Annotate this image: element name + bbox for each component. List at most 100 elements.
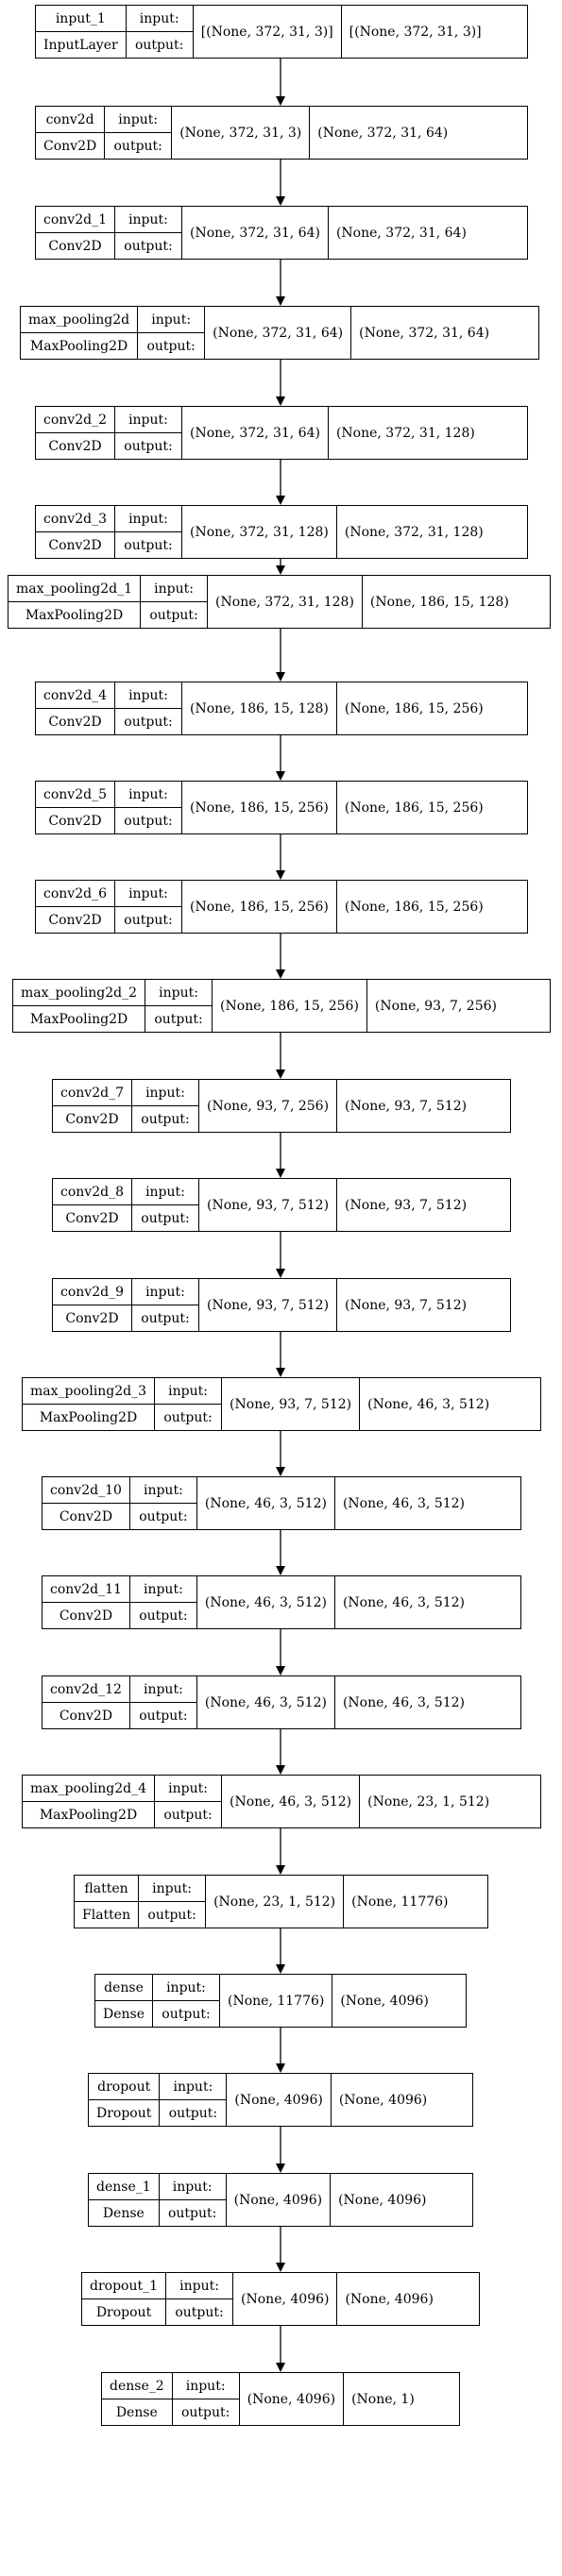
arrowhead: [276, 2063, 285, 2073]
input-label: input:: [129, 1477, 196, 1504]
output-label: output:: [124, 438, 173, 454]
input-shape: (None, 4096): [240, 2373, 345, 2425]
input-label: input:: [114, 407, 181, 433]
io-label-cell: input:output:: [129, 1576, 197, 1628]
output-shape: (None, 11776): [351, 1894, 449, 1910]
input-shape: (None, 46, 3, 512): [197, 1676, 335, 1728]
arrowhead: [276, 565, 285, 575]
input-label: input:: [114, 506, 181, 532]
input-shape: (None, 93, 7, 512): [199, 1279, 338, 1331]
arrowhead: [276, 396, 285, 406]
input-shape: (None, 11776): [220, 1975, 333, 2027]
arrowhead: [276, 1269, 285, 1278]
layer-name: conv2d_5: [36, 782, 114, 808]
output-shape: (None, 372, 31, 64): [335, 225, 467, 241]
io-label-cell: input:output:: [172, 2373, 240, 2425]
input-label: input:: [159, 2174, 226, 2200]
output-shape: (None, 1): [351, 2391, 415, 2407]
io-label-cell: input: output:: [145, 980, 213, 1032]
output-shape: (None, 186, 15, 128): [369, 594, 509, 610]
input-shape: (None, 4096): [227, 2174, 332, 2226]
output-shape: (None, 372, 31, 128): [335, 425, 475, 441]
layer-type: Conv2D: [65, 1310, 119, 1326]
layer-type: MaxPooling2D: [29, 338, 128, 354]
layer-name: conv2d_7: [53, 1080, 131, 1106]
arrowhead: [276, 496, 285, 505]
output-label: output:: [139, 1708, 188, 1724]
input-label: input:: [141, 576, 208, 602]
layer-type: Conv2D: [43, 138, 97, 154]
layer-name: conv2d_8: [53, 1179, 131, 1205]
layer-type: Dropout: [95, 2304, 152, 2320]
output-shape: (None, 93, 7, 256): [374, 998, 497, 1014]
input-shape: (None, 372, 31, 128): [208, 576, 363, 628]
io-label-cell: input:output:: [160, 2074, 228, 2126]
input-shape: (None, 186, 15, 256): [213, 980, 367, 1032]
layer-type: MaxPooling2D: [39, 1807, 138, 1823]
arrowhead: [276, 1964, 285, 1974]
output-shape: (None, 46, 3, 512): [342, 1694, 466, 1710]
output-label: output:: [147, 1907, 196, 1923]
output-label: output:: [163, 1807, 213, 1823]
input-shape: (None, 4096): [227, 2074, 332, 2126]
io-label-cell: input:output:: [105, 107, 173, 159]
layer-name: conv2d_10: [43, 1477, 129, 1504]
layer-type: Conv2D: [48, 813, 102, 829]
layer-name: dense_1: [89, 2174, 159, 2200]
input-shape: (None, 93, 7, 256): [199, 1080, 338, 1132]
layer-name: conv2d_3: [36, 506, 114, 532]
output-shape: (None, 186, 15, 256): [344, 800, 484, 816]
layer-name: conv2d_1: [36, 207, 114, 233]
input-label: input:: [129, 1676, 196, 1703]
output-shape: (None, 46, 3, 512): [342, 1495, 466, 1511]
output-label: output:: [139, 1508, 188, 1524]
arrowhead: [276, 771, 285, 781]
layer-type: Conv2D: [48, 912, 102, 928]
input-label: input:: [105, 107, 172, 133]
layer-type: Conv2D: [48, 438, 102, 454]
output-label: output:: [175, 2304, 224, 2320]
output-label: output:: [124, 912, 173, 928]
io-label-cell: input: output:: [114, 407, 182, 459]
layer-type: Dense: [102, 2205, 145, 2221]
input-label: input:: [114, 207, 181, 233]
layer-name: dense: [95, 1975, 152, 2001]
input-shape: (None, 372, 31, 128): [182, 506, 337, 558]
output-label: output:: [154, 1011, 203, 1027]
output-shape: (None, 186, 15, 256): [344, 899, 484, 915]
io-label-cell: input:output:: [141, 576, 209, 628]
output-shape: [(None, 372, 31, 3)]: [349, 24, 482, 40]
input-label: input:: [145, 980, 213, 1006]
input-label: input:: [126, 6, 193, 32]
io-label-cell: input:output:: [139, 1876, 207, 1928]
arrowhead: [276, 969, 285, 979]
input-shape: (None, 46, 3, 512): [197, 1576, 335, 1628]
io-label-cell: input:output:: [159, 2174, 227, 2226]
input-label: input:: [172, 2373, 239, 2399]
arrowhead: [276, 1566, 285, 1575]
